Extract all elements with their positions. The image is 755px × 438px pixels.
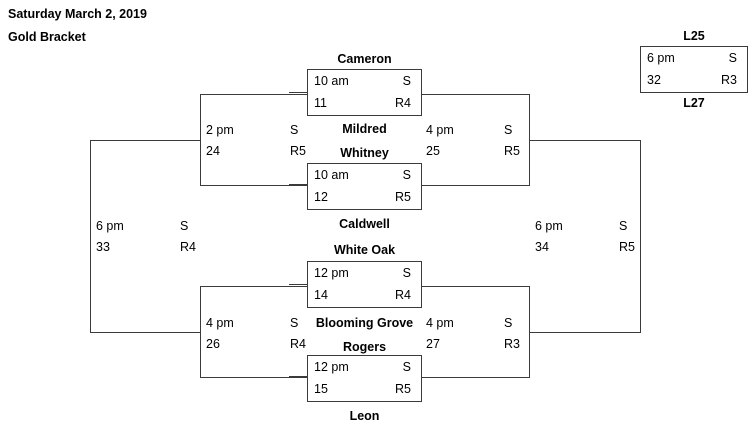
slot-26-division: S xyxy=(290,316,299,330)
match-11-row-number: 11 R4 xyxy=(308,93,421,116)
date-heading: Saturday March 2, 2019 xyxy=(8,7,147,21)
connector-lower-right-bottom xyxy=(420,377,530,378)
match-15-division: S xyxy=(402,360,411,374)
connector-outer-left-top xyxy=(90,140,201,141)
connector-lower-left-bottom xyxy=(200,377,308,378)
match-12-number: 12 xyxy=(314,190,328,204)
match-14-division: S xyxy=(402,266,411,280)
connector-into-match-11 xyxy=(289,92,308,93)
team-label-blooming-grove: Blooming Grove xyxy=(303,316,426,330)
bracket-title: Gold Bracket xyxy=(8,30,86,44)
connector-outer-right-vertical xyxy=(640,140,641,333)
team-label-leon: Leon xyxy=(307,409,422,423)
slot-26-number: 26 xyxy=(206,337,220,351)
slot-33-round: R4 xyxy=(180,240,196,254)
match-32-number: 32 xyxy=(647,73,661,87)
match-12-row-time: 10 am S xyxy=(308,165,421,188)
connector-upper-left-top xyxy=(200,94,308,95)
match-15-number: 15 xyxy=(314,382,328,396)
match-box-11[interactable]: 10 am S 11 R4 xyxy=(307,69,422,116)
match-box-32[interactable]: 6 pm S 32 R3 xyxy=(640,46,748,93)
team-label-rogers: Rogers xyxy=(307,340,422,354)
connector-upper-left-bottom xyxy=(200,185,308,186)
match-11-row-time: 10 am S xyxy=(308,71,421,94)
slot-34-number: 34 xyxy=(535,240,549,254)
match-15-time: 12 pm xyxy=(314,360,349,374)
match-14-time: 12 pm xyxy=(314,266,349,280)
slot-27-number: 27 xyxy=(426,337,440,351)
match-32-division: S xyxy=(728,51,737,65)
match-32-time: 6 pm xyxy=(647,51,675,65)
slot-24-number: 24 xyxy=(206,144,220,158)
match-12-round: R5 xyxy=(395,190,411,204)
team-label-cameron: Cameron xyxy=(307,52,422,66)
slot-34-time: 6 pm xyxy=(535,219,563,233)
slot-34-division: S xyxy=(619,219,628,233)
match-32-round: R3 xyxy=(721,73,737,87)
slot-24-round: R5 xyxy=(290,144,306,158)
connector-outer-right-top xyxy=(529,140,641,141)
match-11-time: 10 am xyxy=(314,74,349,88)
slot-26-round: R4 xyxy=(290,337,306,351)
team-label-mildred: Mildred xyxy=(307,122,422,136)
connector-outer-left-bottom xyxy=(90,332,201,333)
match-box-15[interactable]: 12 pm S 15 R5 xyxy=(307,355,422,402)
match-32-row-time: 6 pm S xyxy=(641,48,747,71)
team-label-whitney: Whitney xyxy=(307,146,422,160)
slot-34-round: R5 xyxy=(619,240,635,254)
slot-26-time: 4 pm xyxy=(206,316,234,330)
match-14-row-number: 14 R4 xyxy=(308,285,421,308)
slot-27-time: 4 pm xyxy=(426,316,454,330)
connector-lower-right-top xyxy=(420,286,530,287)
match-14-row-time: 12 pm S xyxy=(308,263,421,286)
match-15-row-number: 15 R5 xyxy=(308,379,421,402)
slot-27-division: S xyxy=(504,316,513,330)
match-32-row-number: 32 R3 xyxy=(641,70,747,93)
slot-33-number: 33 xyxy=(96,240,110,254)
connector-into-match-15 xyxy=(289,376,308,377)
match-15-round: R5 xyxy=(395,382,411,396)
slot-25-number: 25 xyxy=(426,144,440,158)
team-label-caldwell: Caldwell xyxy=(307,217,422,231)
match-12-division: S xyxy=(402,168,411,182)
match-11-number: 11 xyxy=(314,96,327,110)
connector-upper-right-bottom xyxy=(420,185,530,186)
slot-33-time: 6 pm xyxy=(96,219,124,233)
connector-outer-left-vertical xyxy=(90,140,91,333)
team-label-white-oak: White Oak xyxy=(307,243,422,257)
slot-24-division: S xyxy=(290,123,299,137)
connector-into-match-14 xyxy=(289,284,308,285)
match-12-row-number: 12 R5 xyxy=(308,187,421,210)
connector-lower-left-top xyxy=(200,286,308,287)
slot-33-division: S xyxy=(180,219,189,233)
match-11-round: R4 xyxy=(395,96,411,110)
slot-25-division: S xyxy=(504,123,513,137)
match-12-time: 10 am xyxy=(314,168,349,182)
match-11-division: S xyxy=(402,74,411,88)
final-top-label: L25 xyxy=(640,29,748,43)
match-box-12[interactable]: 10 am S 12 R5 xyxy=(307,163,422,210)
match-14-number: 14 xyxy=(314,288,328,302)
slot-24-time: 2 pm xyxy=(206,123,234,137)
connector-into-match-12 xyxy=(289,184,308,185)
match-15-row-time: 12 pm S xyxy=(308,357,421,380)
match-14-round: R4 xyxy=(395,288,411,302)
connector-outer-right-bottom xyxy=(529,332,641,333)
slot-25-time: 4 pm xyxy=(426,123,454,137)
connector-upper-right-top xyxy=(420,94,530,95)
slot-25-round: R5 xyxy=(504,144,520,158)
match-box-14[interactable]: 12 pm S 14 R4 xyxy=(307,261,422,308)
slot-27-round: R3 xyxy=(504,337,520,351)
final-bottom-label: L27 xyxy=(640,96,748,110)
